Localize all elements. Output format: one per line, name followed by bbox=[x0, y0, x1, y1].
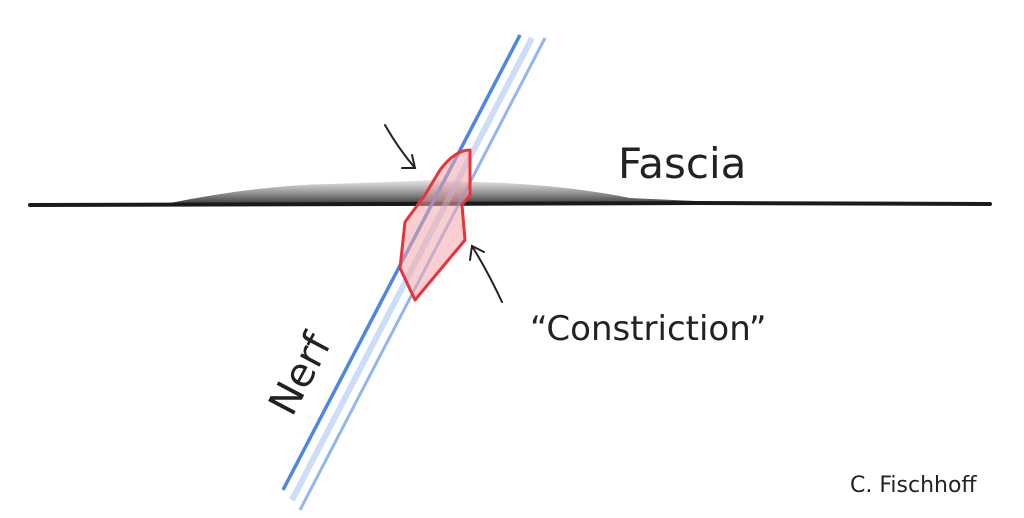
fascia-label: Fascia bbox=[618, 139, 746, 188]
arrow-constriction bbox=[469, 244, 503, 303]
constriction-label: “Constriction” bbox=[530, 309, 767, 349]
signature: C. Fischhoff bbox=[850, 473, 977, 498]
fascia-line bbox=[28, 200, 992, 207]
nerve-label: Nerf bbox=[260, 325, 341, 423]
constriction-swelling bbox=[398, 148, 472, 302]
arrow-top bbox=[384, 124, 417, 169]
